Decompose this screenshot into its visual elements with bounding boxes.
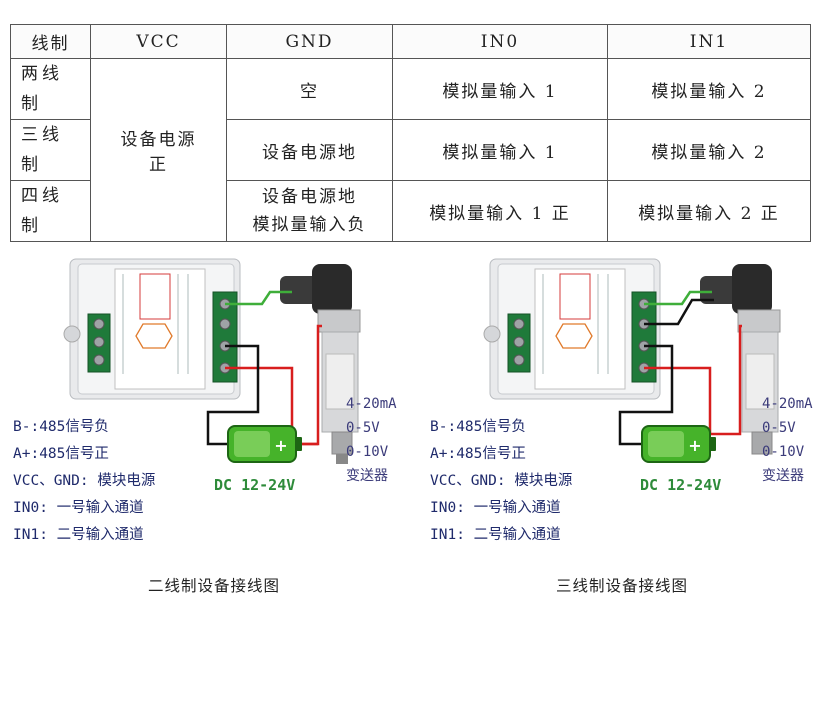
table-row: 三线制 设备电源地 模拟量输入 1 模拟量输入 2 <box>10 119 811 181</box>
signal-label: 4-20mA <box>346 396 397 412</box>
battery-icon: + <box>227 425 302 463</box>
table-header-row: 线制 VCC GND IN0 IN1 <box>10 24 811 59</box>
wire-type-cell: 三线制 <box>10 119 91 181</box>
legend-item: IN1: 二号输入通道 <box>13 527 144 543</box>
legend-item: A+:485信号正 <box>430 446 526 462</box>
signal-label: 变送器 <box>346 468 388 484</box>
legend-item: VCC、GND: 模块电源 <box>430 473 573 489</box>
legend-item: IN0: 一号输入通道 <box>13 500 144 516</box>
pressure-transmitter <box>700 264 781 455</box>
two-wire-caption: 二线制设备接线图 <box>148 577 281 595</box>
in1-cell: 模拟量输入 2 <box>607 58 811 120</box>
legend-item: B-:485信号负 <box>430 419 526 435</box>
gnd-cell: 设备电源地模拟量输入负 <box>226 180 393 242</box>
legend-item: IN0: 一号输入通道 <box>430 500 561 516</box>
two-wire-legend: B-:485信号负 A+:485信号正 VCC、GND: 模块电源 IN0: 一… <box>13 414 155 549</box>
rs485-terminal-block <box>507 313 531 373</box>
vcc-merged-cell: 设备电源正 <box>90 58 227 242</box>
header-cell: VCC <box>90 24 227 59</box>
three-wire-legend: B-:485信号负 A+:485信号正 VCC、GND: 模块电源 IN0: 一… <box>430 414 572 549</box>
svg-text:+: + <box>274 436 287 455</box>
in0-cell: 模拟量输入 1 正 <box>392 180 608 242</box>
gnd-cell: 设备电源地 <box>226 119 393 181</box>
signal-label: 0-10V <box>346 444 389 460</box>
transmitter-signal-labels: 4-20mA 0-5V 0-10V 变送器 <box>762 392 813 488</box>
legend-item: A+:485信号正 <box>13 446 109 462</box>
dc-voltage-label: DC 12-24V <box>214 476 296 494</box>
black-wire <box>644 298 714 326</box>
wiring-table: 线制 VCC GND IN0 IN1 两线制 设备电源正 空 模拟量输入 1 模… <box>10 24 811 242</box>
in1-cell: 模拟量输入 2 <box>607 119 811 181</box>
transmitter-signal-labels: 4-20mA 0-5V 0-10V 变送器 <box>346 392 397 488</box>
battery-icon: + <box>641 425 716 463</box>
three-wire-wiring-illustration: + <box>483 258 781 463</box>
two-wire-wiring-illustration: + <box>63 258 361 464</box>
signal-label: 0-5V <box>346 420 380 436</box>
two-wire-diagram: + B-:485信号负 A+:485信号正 VCC、GND: 模块电源 IN0:… <box>0 254 397 569</box>
table-row: 四线制 设备电源地模拟量输入负 模拟量输入 1 正 模拟量输入 2 正 <box>10 180 811 242</box>
in0-cell: 模拟量输入 1 <box>392 58 608 120</box>
table-row: 两线制 设备电源正 空 模拟量输入 1 模拟量输入 2 <box>10 58 811 242</box>
black-wire <box>206 344 260 446</box>
gnd-cell: 空 <box>226 58 393 120</box>
acquisition-module <box>63 258 241 400</box>
wires <box>618 290 742 446</box>
red-wire <box>644 324 742 436</box>
legend-item: IN1: 二号输入通道 <box>430 527 561 543</box>
wire-type-cell: 两线制 <box>10 58 91 120</box>
wires <box>206 290 322 446</box>
header-cell: GND <box>226 24 393 59</box>
pressure-transmitter <box>280 264 361 464</box>
in0-cell: 模拟量输入 1 <box>392 119 608 181</box>
in1-cell: 模拟量输入 2 正 <box>607 180 811 242</box>
three-wire-diagram: + B-:485信号负 A+:485信号正 VCC、GND: 模块电源 IN0:… <box>410 254 813 569</box>
legend-item: B-:485信号负 <box>13 419 109 435</box>
header-cell: 线制 <box>10 24 91 59</box>
signal-label: 0-10V <box>762 444 805 460</box>
acquisition-module <box>483 258 661 400</box>
rs485-terminal-block <box>87 313 111 373</box>
wire-type-cell: 四线制 <box>10 180 91 242</box>
svg-text:+: + <box>688 436 701 455</box>
legend-item: VCC、GND: 模块电源 <box>13 473 156 489</box>
green-wire <box>644 290 712 306</box>
header-cell: IN0 <box>392 24 608 59</box>
three-wire-caption: 三线制设备接线图 <box>556 577 689 595</box>
dc-voltage-label: DC 12-24V <box>640 476 722 494</box>
green-wire <box>225 290 292 306</box>
signal-label: 变送器 <box>762 468 804 484</box>
header-cell: IN1 <box>607 24 811 59</box>
signal-label: 4-20mA <box>762 396 813 412</box>
black-wire-battery <box>618 344 674 446</box>
signal-label: 0-5V <box>762 420 796 436</box>
